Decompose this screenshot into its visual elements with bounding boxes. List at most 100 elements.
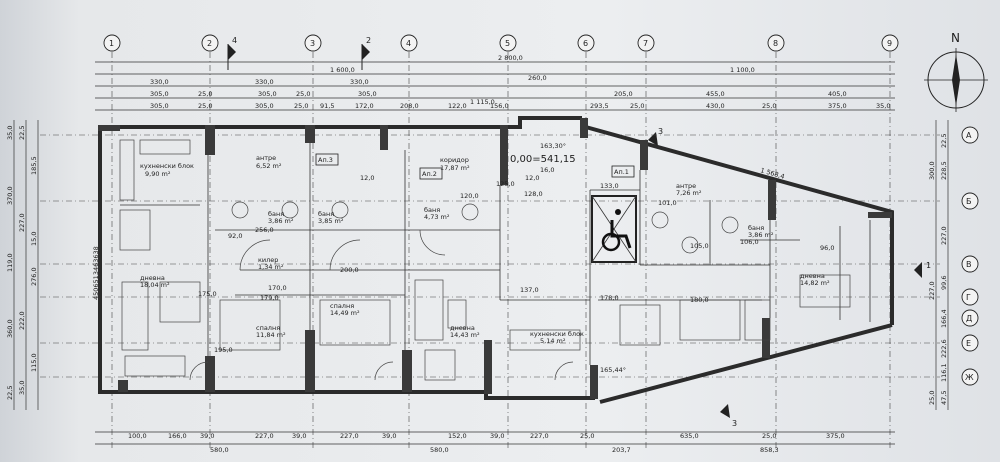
dim-top-1100: 1 100,0: [730, 66, 755, 74]
dim-left-j: 222,0: [18, 311, 26, 330]
axis-label-G: Г: [966, 293, 971, 302]
dim-right-k: 47,5: [940, 391, 948, 405]
dim-left-d: 370,0: [6, 186, 14, 205]
misc-dim: 180,0: [690, 296, 709, 304]
section-mark-3b: 3: [732, 419, 737, 428]
axis-label-E: Е: [966, 339, 971, 348]
dim-left-m: 22,5: [6, 386, 14, 400]
misc-dim: 179,0: [260, 294, 279, 302]
misc-dim: 101,0: [658, 199, 677, 207]
dim-row2-a: 330,0: [150, 78, 169, 86]
dim-bottom-l: 635,0: [680, 432, 699, 440]
apartment-tag-2: Ап.2: [422, 170, 437, 178]
dim-left-b: 22,5: [18, 126, 26, 140]
bottom-dimensions: 100,0 166,0 39,0 227,0 39,0 227,0 39,0 1…: [95, 431, 895, 454]
dim-right-f: 99,6: [940, 276, 948, 290]
misc-dim: 16,0: [540, 166, 554, 174]
axis-label-4: 4: [406, 39, 411, 48]
dim-row4-b: 25,0: [198, 102, 212, 110]
dim-row3-e: 305,0: [358, 90, 377, 98]
dim-left-f: 15,0: [30, 232, 38, 246]
room-label: килер: [258, 256, 278, 264]
dim-row4-o: 35,0: [876, 102, 890, 110]
top-axes: 1 2 3 4 5 6 7 8 9: [103, 34, 899, 450]
dim-right-i: 116,1: [940, 363, 948, 382]
misc-dim: 105,0: [690, 242, 709, 250]
dim-bottom-b: 166,0: [168, 432, 187, 440]
room-label: кухненски блок: [140, 162, 194, 170]
dim-row3-f: 1 115,0: [470, 98, 495, 106]
dim-left-l: 35,0: [18, 381, 26, 395]
dim-bottom2-c: 203,7: [612, 446, 631, 454]
furniture: [119, 139, 851, 381]
dim-bottom-h: 152,0: [448, 432, 467, 440]
dim-row3-d: 25,0: [296, 90, 310, 98]
room-area: 3,86 m²: [268, 217, 294, 225]
dim-right-b: 22,5: [940, 134, 948, 148]
room-area: 17,87 m²: [440, 164, 470, 172]
dim-bottom2-d: 858,3: [760, 446, 779, 454]
axis-label-2: 2: [207, 39, 212, 48]
dim-row3-i: 405,0: [828, 90, 847, 98]
dim-bottom-a: 100,0: [128, 432, 147, 440]
misc-dim: 12,0: [525, 174, 539, 182]
dim-right-a: 300,0: [928, 161, 936, 180]
dim-row4-n: 375,0: [828, 102, 847, 110]
room-label: кухненски блок: [530, 330, 584, 338]
room-area: 18,04 m²: [140, 281, 170, 289]
dim-bottom-g: 39,0: [382, 432, 396, 440]
misc-dim: 92,0: [228, 232, 242, 240]
axis-label-8: 8: [773, 39, 778, 48]
dim-row4-f: 172,0: [355, 102, 374, 110]
dim-row3-a: 305,0: [150, 90, 169, 98]
room-label: баня: [268, 210, 284, 218]
dim-row2-c: 330,0: [350, 78, 369, 86]
exterior-walls: [98, 116, 894, 404]
misc-dim: 170,0: [268, 284, 287, 292]
dim-bottom-n: 375,0: [826, 432, 845, 440]
room-area: 14,82 m²: [800, 279, 830, 287]
right-axes: А Б В Г Е Ж Д: [40, 126, 979, 386]
dim-left-e: 227,0: [18, 213, 26, 232]
dim-right-d: 227,0: [940, 226, 948, 245]
apartment-tag-3: Ап.3: [318, 156, 333, 164]
left-dimensions: 35,0 22,5 185,5 370,0 227,0 15,0 119,0 2…: [6, 120, 39, 410]
misc-dim: 128,0: [524, 190, 543, 198]
room-area: 9,90 m²: [145, 170, 171, 178]
dim-bottom2-a: 580,0: [210, 446, 229, 454]
misc-dim: 175,0: [198, 290, 217, 298]
misc-dim: 137,0: [520, 286, 539, 294]
dim-right-g: 166,4: [940, 309, 948, 328]
dim-left-g: 119,0: [6, 253, 14, 272]
apartment-tag-1: Ап.1: [614, 168, 629, 176]
section-mark-3a: 3: [658, 127, 663, 136]
room-area: 3,86 m²: [748, 231, 774, 239]
dim-bottom-f: 227,0: [340, 432, 359, 440]
dim-row4-e: 91,5: [320, 102, 334, 110]
misc-dim: 125,0: [496, 180, 515, 188]
dim-right-j: 25,0: [928, 391, 936, 405]
axis-label-6: 6: [583, 39, 588, 48]
accessibility-icon: [615, 209, 621, 215]
dim-row2-d: 260,0: [528, 74, 547, 82]
dim-bottom-e: 39,0: [292, 432, 306, 440]
dim-row4-k: 25,0: [630, 102, 644, 110]
apartment-tags: Ап.3 Ап.2 Ап.1: [315, 153, 635, 180]
room-labels: кухненски блок 9,90 m² антре 6,52 m² кор…: [140, 154, 830, 345]
dim-left-i: 360,0: [6, 319, 14, 338]
misc-dim: 178,0: [600, 294, 619, 302]
room-label: баня: [318, 210, 334, 218]
elevation-label: 0,00=541,15: [510, 154, 576, 165]
dim-row4-h: 122,0: [448, 102, 467, 110]
right-dimensions: 300,0 22,5 228,5 227,0 227,0 99,6 166,4 …: [928, 120, 949, 410]
room-label: баня: [748, 224, 764, 232]
room-label: баня: [424, 206, 440, 214]
axis-label-D: Д: [966, 314, 972, 323]
axis-label-Zh: Ж: [965, 373, 974, 382]
dim-row3-c: 305,0: [258, 90, 277, 98]
dim-row4-j: 293,5: [590, 102, 609, 110]
dim-row4-i: 156,0: [490, 102, 509, 110]
annotations: 0,00=541,15 163,30° 165,44° 1 568,4 16,0…: [92, 142, 834, 374]
